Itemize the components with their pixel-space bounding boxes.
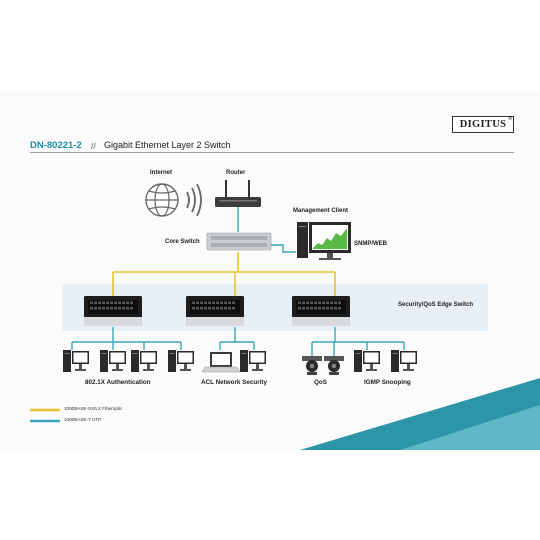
edge-switch-2-icon (186, 296, 244, 326)
qos-label: QoS (314, 379, 327, 386)
igmp-pc-2-icon (391, 350, 417, 372)
management-client-icon (297, 222, 351, 260)
ip-camera-1-icon (302, 356, 322, 375)
light-teal-corner (400, 405, 540, 450)
auth-pc-4-icon (168, 350, 194, 372)
model-number: DN-80221-2 (30, 140, 82, 151)
brand-mark: ® (508, 116, 512, 122)
header-divider (30, 152, 514, 153)
header-separator: // (91, 141, 96, 151)
fiber-lines (112, 252, 336, 296)
acl-pc-icon (240, 350, 266, 372)
page-title: Gigabit Ethernet Layer 2 Switch (104, 140, 231, 150)
edge-switch-1-icon (84, 296, 142, 326)
igmp-pc-1-icon (354, 350, 380, 372)
utp-lines (71, 206, 405, 356)
snmp-web-label: SNMP/WEB (354, 241, 387, 247)
router-label: Router (226, 170, 246, 176)
wireless-signal-icon (186, 183, 202, 217)
acl-label: ACL Network Security (201, 379, 268, 386)
legend-fiber-label: 1000BASE-SX/LX Fiberoptic (64, 406, 123, 411)
core-switch-label: Core Switch (165, 239, 200, 245)
core-switch-icon (206, 232, 272, 251)
management-client-label: Management Client (293, 208, 349, 214)
edge-switch-3-icon (292, 296, 350, 326)
brand-name: DIGITUS (459, 119, 507, 130)
auth-pc-2-icon (100, 350, 126, 372)
auth-label: 802.1X Authentication (85, 379, 151, 386)
router-icon (215, 180, 261, 207)
internet-globe-icon (145, 183, 179, 217)
auth-pc-3-icon (131, 350, 157, 372)
legend-utp-label: 1000BASE-T UTP (64, 417, 102, 422)
brand-logo: DIGITUS® (452, 116, 514, 133)
laptop-icon (201, 352, 241, 373)
igmp-label: IGMP Snooping (364, 379, 411, 386)
diagram-card (0, 90, 540, 450)
ip-camera-2-icon (324, 356, 344, 375)
internet-label: Internet (150, 170, 173, 176)
edge-switch-label: Security/QoS Edge Switch (398, 302, 474, 308)
auth-pc-1-icon (63, 350, 89, 372)
